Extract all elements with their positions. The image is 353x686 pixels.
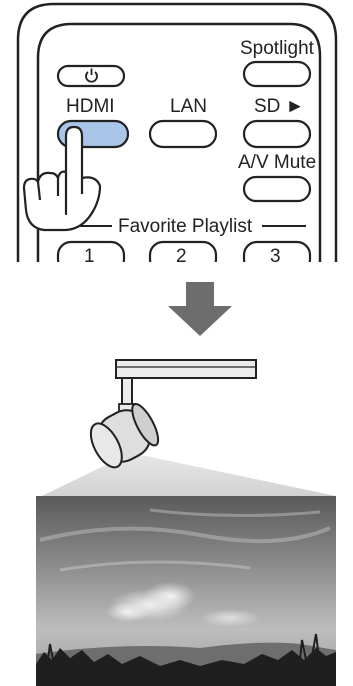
lan-label: LAN — [170, 96, 207, 117]
projector-icon — [42, 360, 336, 496]
ceiling-mount — [116, 360, 256, 378]
av-mute-label: A/V Mute — [238, 152, 316, 173]
sd-button[interactable] — [244, 121, 310, 147]
favorite-playlist-label: Favorite Playlist — [118, 216, 253, 237]
projected-image — [36, 496, 336, 686]
playlist-label-2: 2 — [176, 246, 187, 267]
remote-control: Spotlight HDMI LAN SD ► A/V Mute Favorit… — [18, 4, 336, 272]
av-mute-button[interactable] — [244, 177, 310, 201]
projection-beam — [42, 456, 336, 496]
hdmi-label: HDMI — [66, 96, 115, 117]
lan-button[interactable] — [150, 121, 216, 147]
spotlight-label: Spotlight — [240, 38, 315, 59]
spotlight-button[interactable] — [244, 62, 310, 86]
playlist-label-3: 3 — [270, 246, 281, 267]
sd-label: SD ► — [254, 96, 304, 117]
arrow-down-icon — [168, 282, 232, 336]
playlist-label-1: 1 — [84, 246, 95, 267]
